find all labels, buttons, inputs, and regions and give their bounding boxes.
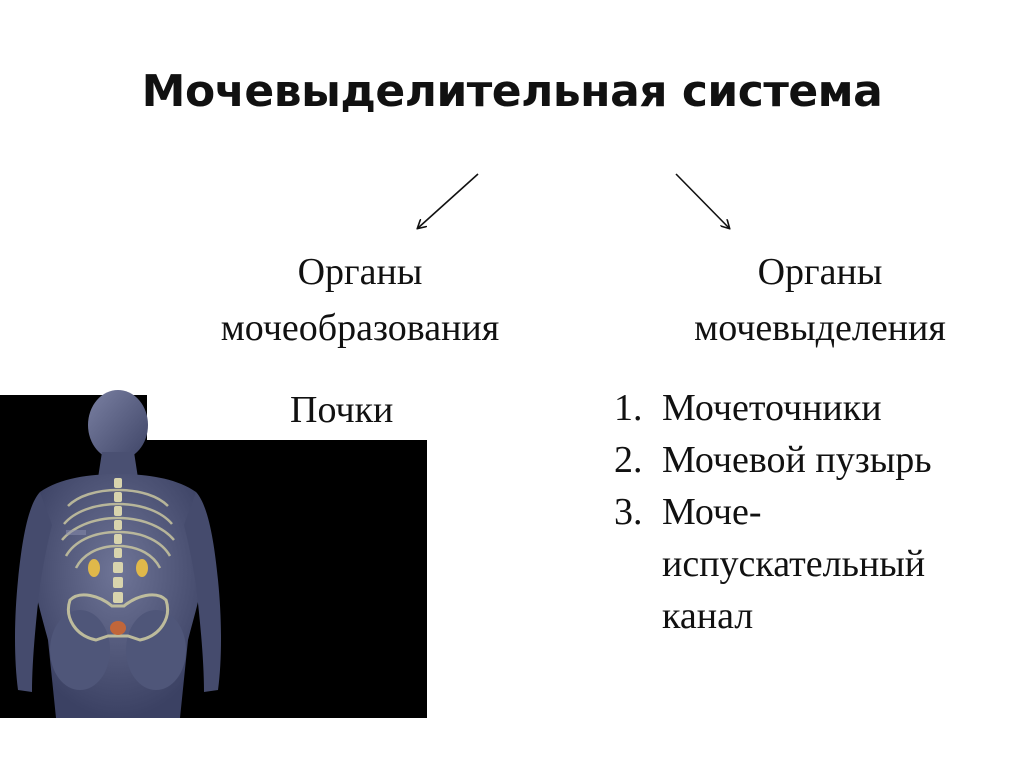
right-heading-line1: Органы [757, 251, 883, 293]
pelvis [67, 593, 169, 642]
list-item-text: испускательный [662, 543, 926, 585]
list-item-number: 1. [614, 387, 643, 429]
left-column-heading: Органы мочеобразования [180, 244, 540, 356]
left-heading-line1: Органы [297, 251, 423, 293]
list-item: 2. Мочевой пузырь [614, 434, 932, 486]
list-item-text: Мочеточники [662, 387, 882, 429]
list-item-text: Мочевой пузырь [662, 439, 932, 481]
urinary-organs-list: 1. Мочеточники 2. Мочевой пузырь 3. Моче… [614, 382, 932, 642]
list-item-text: канал [662, 595, 754, 637]
list-item-text: Моче- [662, 491, 762, 533]
kidneys-label: Почки [290, 389, 394, 431]
spine [113, 478, 123, 603]
slide-title: Мочевыделительная система [141, 66, 883, 117]
list-item: 3. Моче- испускательный канал [614, 486, 932, 642]
right-column-heading: Органы мочевыделения [640, 244, 1000, 356]
arrow-left-icon [418, 173, 479, 228]
left-heading-line2: мочеобразования [220, 307, 500, 349]
list-item-number: 3. [614, 491, 643, 533]
list-item: 1. Мочеточники [614, 382, 932, 434]
arrow-right-icon [675, 173, 729, 228]
bladder-icon [110, 621, 126, 635]
list-item-number: 2. [614, 439, 643, 481]
right-heading-line2: мочевыделения [694, 307, 946, 349]
ribcage [61, 488, 175, 569]
kidneys-icon [88, 559, 148, 577]
